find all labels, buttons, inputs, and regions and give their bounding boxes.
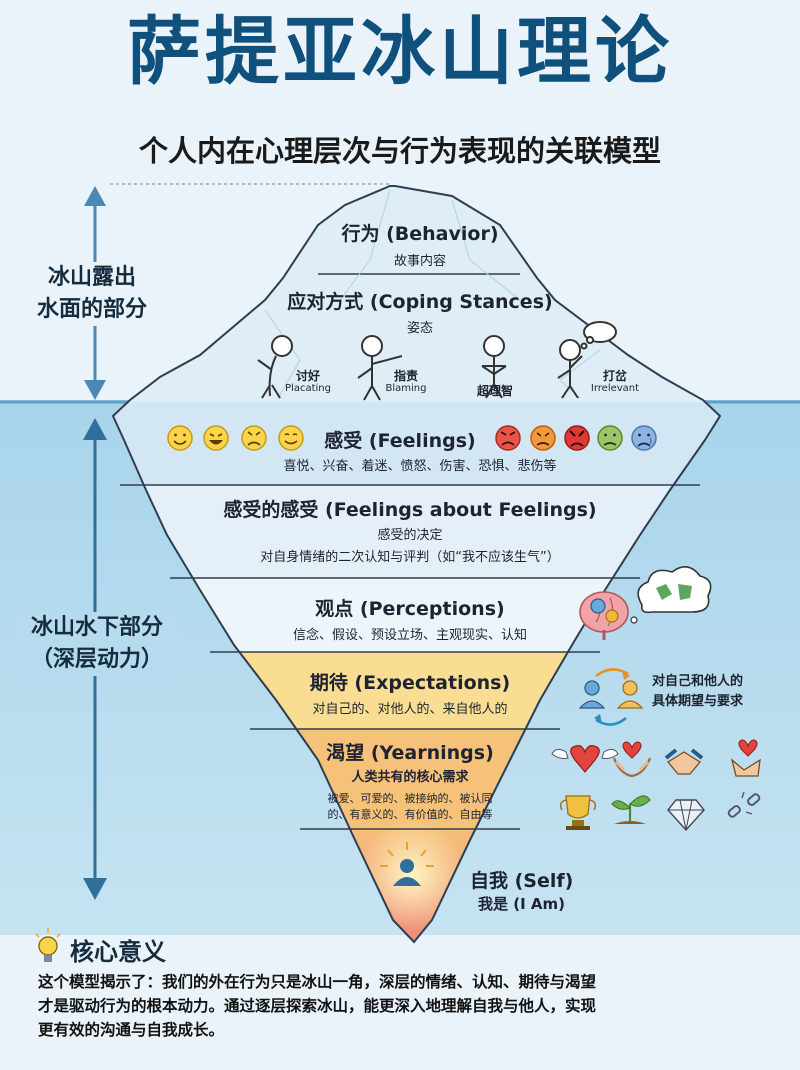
happy-emoji-icon	[167, 425, 193, 451]
yearnings-needs-line1: 被爱、可爱的、被接纳的、被认同	[327, 792, 493, 805]
yearnings-needs-line2: 的、有意义的、有价值的、自由等	[327, 808, 493, 821]
core-meaning-text: 这个模型揭示了：我们的外在行为只是冰山一角，深层的情绪、认知、期待与渴望 才是驱…	[38, 973, 597, 1040]
lightbulb-icon	[35, 928, 61, 962]
winged-heart-icon	[551, 745, 619, 773]
content-emoji-icon	[278, 425, 304, 451]
people-exchange-icon	[578, 668, 644, 726]
trophy-icon	[559, 795, 597, 830]
feelings-about-title: 感受的感受 (Feelings about Feelings)	[223, 499, 597, 521]
sad-emoji-icon	[631, 425, 657, 451]
expectations-desc: 对自己的、对他人的、来自他人的	[312, 702, 508, 717]
stance-irrelevant-label: 打岔 Irrelevant	[590, 369, 640, 395]
feelings-about-desc2: 对自身情绪的二次认知与评判（如“我不应该生气”）	[260, 550, 560, 565]
placating-figure-icon	[257, 335, 293, 399]
behavior-desc: 故事内容	[393, 254, 446, 269]
page-subtitle: 个人内在心理层次与行为表现的关联模型	[138, 134, 661, 168]
iceberg-outline	[111, 185, 722, 944]
hand-heart-icon	[730, 739, 761, 777]
feelings-title: 感受 (Feelings)	[324, 430, 476, 452]
self-desc: 我是 (I Am)	[478, 895, 565, 913]
page-title: 萨提亚冰山理论	[127, 9, 673, 95]
diamond-icon	[667, 799, 705, 832]
expectations-title: 期待 (Expectations)	[309, 672, 511, 694]
super-reasonable-figure-icon	[481, 335, 507, 399]
perceptions-desc: 信念、假设、预设立场、主观现实、认知	[292, 628, 527, 643]
stance-super-reasonable-label: 超理智	[476, 384, 513, 398]
sprout-icon	[611, 795, 651, 824]
stance-placating-label: 讨好 Placating	[285, 369, 331, 395]
yearnings-desc: 人类共有的核心需求	[351, 770, 469, 785]
expectations-side-note: 对自己和他人的 具体期望与要求	[652, 674, 744, 709]
stance-blaming-label: 指责 Blaming	[385, 369, 427, 395]
yearnings-title: 渴望 (Yearnings)	[326, 742, 494, 764]
feelings-desc: 喜悦、兴奋、着迷、愤怒、伤害、恐惧、悲伤等	[283, 459, 557, 474]
thought-cloud-map-icon	[630, 566, 712, 624]
blaming-figure-icon	[357, 335, 403, 401]
below-water-label: 冰山水下部分 （深层动力）	[12, 612, 182, 676]
self-person-icon	[380, 842, 434, 886]
excited-emoji-icon	[203, 425, 229, 451]
angry-emoji-icon	[495, 425, 521, 451]
furious-emoji-icon	[564, 425, 590, 451]
hands-heart-icon	[612, 741, 652, 778]
irrelevant-figure-icon	[557, 321, 617, 399]
perceptions-title: 观点 (Perceptions)	[315, 598, 505, 620]
coping-title: 应对方式 (Coping Stances)	[287, 291, 553, 313]
self-title: 自我 (Self)	[470, 870, 574, 892]
above-water-label: 冰山露出 水面的部分	[12, 262, 172, 326]
annoyed-emoji-icon	[241, 425, 267, 451]
behavior-title: 行为 (Behavior)	[341, 223, 499, 245]
handshake-icon	[664, 748, 704, 775]
core-meaning-title: 核心意义	[70, 938, 166, 966]
feelings-about-desc1: 感受的决定	[377, 528, 443, 543]
frustrated-emoji-icon	[530, 425, 556, 451]
sick-emoji-icon	[597, 425, 623, 451]
coping-desc: 姿态	[406, 321, 433, 336]
band-feelings-about	[113, 485, 720, 578]
broken-chain-icon	[727, 791, 761, 818]
brain-gears-icon	[579, 591, 629, 640]
